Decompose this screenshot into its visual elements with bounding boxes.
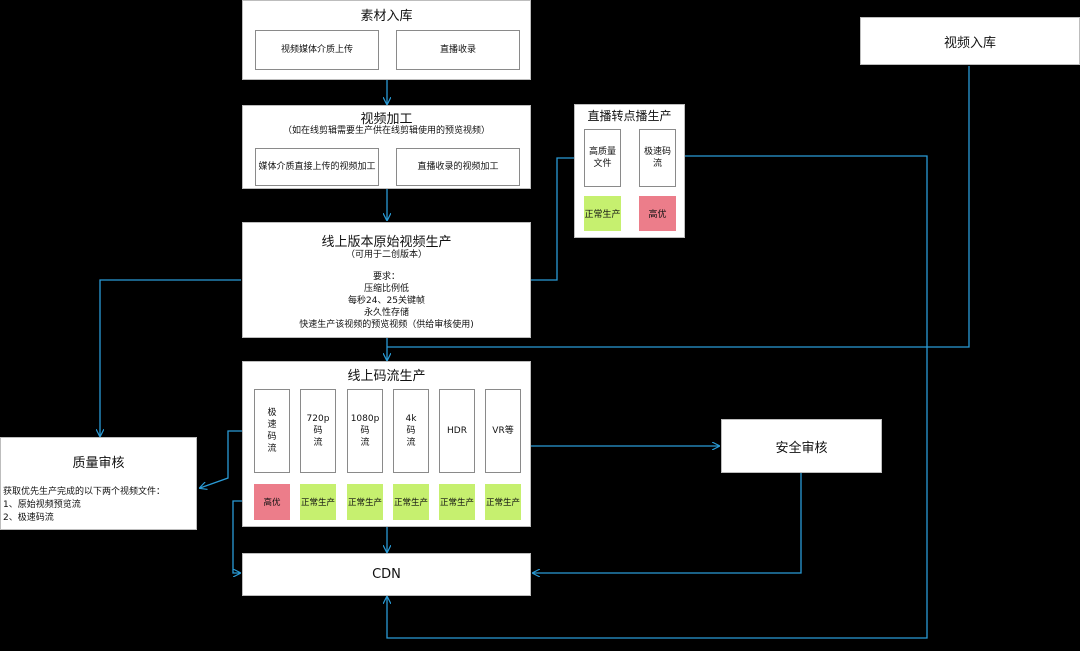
cdn-title: CDN xyxy=(372,567,401,582)
video-ingest-box: 视频入库 xyxy=(860,17,1080,65)
process-title: 视频加工 xyxy=(360,112,413,127)
quality-desc-2: 1、原始视频预览流 xyxy=(3,500,81,511)
original-req-4: 快速生产该视频的预览视频（供给审核使用) xyxy=(299,320,474,330)
cdn-box: CDN xyxy=(242,553,531,596)
arrow-security-to-cdn xyxy=(533,473,802,573)
stream-node: VR等 xyxy=(485,389,521,473)
arrow-livevod-to-cdn xyxy=(387,155,928,639)
original-title: 线上版本原始视频生产 xyxy=(321,235,452,250)
original-req-1: 压缩比例低 xyxy=(363,284,409,294)
stream-node: 720p 码 流 xyxy=(300,389,336,473)
live-vod-high-tag: 高优 xyxy=(639,196,676,231)
process-box: 视频加工 （如在线剪辑需要生产供在线剪辑使用的预览视频） 媒体介质直接上传的视频… xyxy=(242,105,531,189)
live-vod-normal-tag: 正常生产 xyxy=(584,196,621,231)
original-req-2: 每秒24、25关键帧 xyxy=(348,296,425,306)
live-vod-box: 直播转点播生产 高质量 文件 极速码流 正常生产 高优 xyxy=(574,104,685,238)
arrow-videoingest-to-streams xyxy=(387,66,970,348)
quality-box: 质量审核 获取优先生产完成的以下两个视频文件： 1、原始视频预览流 2、极速码流 xyxy=(0,437,197,530)
video-ingest-title: 视频入库 xyxy=(943,35,996,51)
stream-priority-tag: 正常生产 xyxy=(300,484,336,520)
hq-file-node: 高质量 文件 xyxy=(584,129,621,187)
stream-label: 极 速 码 流 xyxy=(267,407,277,455)
quality-desc-3: 2、极速码流 xyxy=(3,513,54,524)
stream-label: 720p 码 流 xyxy=(306,413,330,449)
quality-title: 质量审核 xyxy=(72,456,125,471)
arrow-original-to-quality xyxy=(100,279,241,436)
security-box: 安全审核 xyxy=(721,419,882,473)
stream-node: HDR xyxy=(439,389,475,473)
stream-node: 4k 码 流 xyxy=(393,389,429,473)
stream-label: VR等 xyxy=(492,425,514,436)
hq-file-label: 高质量 文件 xyxy=(588,146,616,169)
ingest-box: 素材入库 视频媒体介质上传 直播收录 xyxy=(242,0,531,80)
streams-title: 线上码流生产 xyxy=(347,369,426,384)
process-note: （如在线剪辑需要生产供在线剪辑使用的预览视频） xyxy=(282,126,490,136)
stream-priority-tag: 正常生产 xyxy=(485,484,521,520)
live-record-node: 直播收录 xyxy=(396,30,520,70)
stream-label: 4k 码 流 xyxy=(405,413,417,449)
stream-node: 1080p 码 流 xyxy=(347,389,383,473)
fast-stream-node: 极速码流 xyxy=(639,129,676,187)
stream-label: 1080p 码 流 xyxy=(350,413,380,449)
original-req-3: 永久性存储 xyxy=(363,308,409,318)
stream-label: HDR xyxy=(447,425,467,436)
stream-priority-tag: 正常生产 xyxy=(439,484,475,520)
quality-desc-1: 获取优先生产完成的以下两个视频文件： xyxy=(3,487,166,497)
original-note: （可用于二创版本） xyxy=(345,250,427,260)
original-req-title: 要求： xyxy=(372,272,400,282)
security-title: 安全审核 xyxy=(775,440,828,456)
arrow-fast-stream-to-quality xyxy=(200,430,253,488)
media-upload-node: 视频媒体介质上传 xyxy=(255,30,379,70)
arrow-original-to-livevod xyxy=(531,158,582,281)
ingest-title: 素材入库 xyxy=(360,9,413,24)
stream-node: 极 速 码 流 xyxy=(254,389,290,473)
live-process-node: 直播收录的视频加工 xyxy=(396,148,520,186)
media-process-node: 媒体介质直接上传的视频加工 xyxy=(255,148,379,186)
live-vod-title: 直播转点播生产 xyxy=(587,109,672,123)
original-box: 线上版本原始视频生产 （可用于二创版本） 要求： 压缩比例低 每秒24、25关键… xyxy=(242,222,531,338)
stream-priority-tag: 高优 xyxy=(254,484,290,520)
stream-priority-tag: 正常生产 xyxy=(347,484,383,520)
stream-priority-tag: 正常生产 xyxy=(393,484,429,520)
